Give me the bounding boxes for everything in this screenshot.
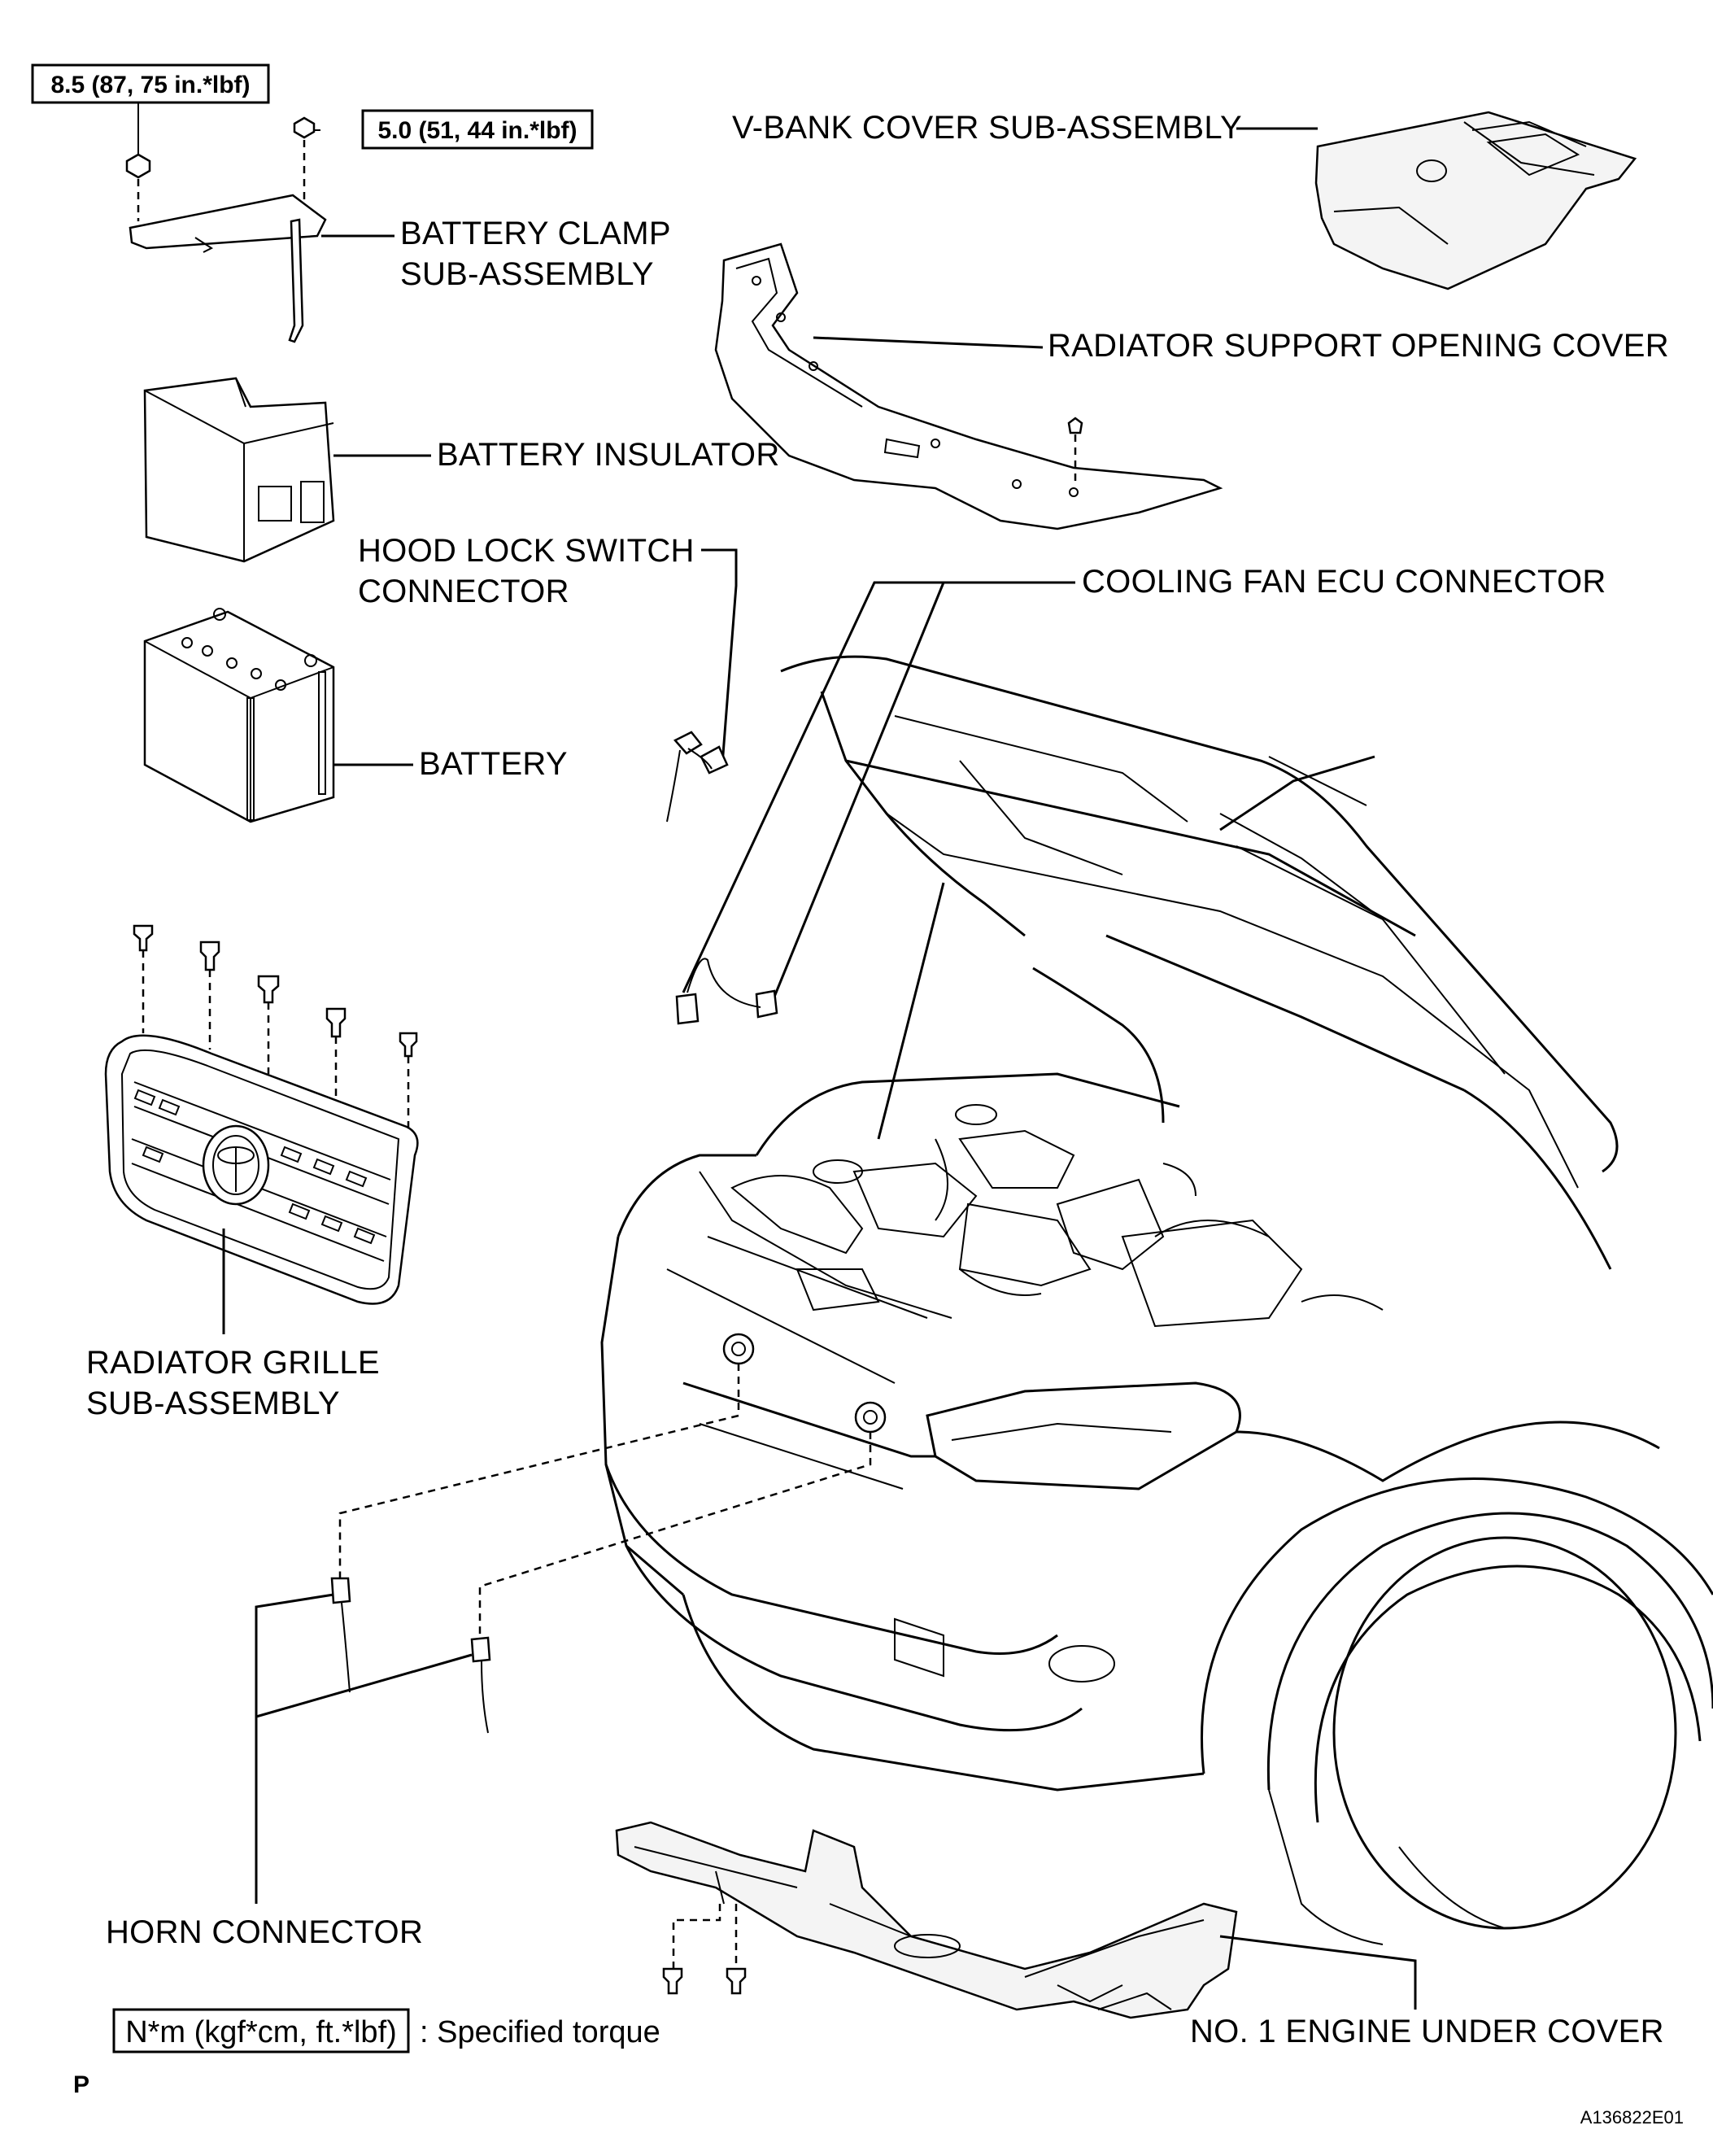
horn-connector-leader-1 — [255, 1593, 334, 1904]
torque-spec-clamp-rod-nut: 5.0 (51, 44 in.*lbf) — [361, 109, 594, 150]
hood-lock-leader — [701, 548, 738, 766]
horn-connector-drawing — [330, 1364, 872, 1734]
torque-spec-clamp-nut: 8.5 (87, 75 in.*lbf) — [31, 63, 270, 104]
radiator-grille-label-line2: SUB-ASSEMBLY — [86, 1386, 340, 1421]
radiator-support-cover-label: RADIATOR SUPPORT OPENING COVER — [1048, 328, 1669, 364]
cooling-fan-label: COOLING FAN ECU CONNECTOR — [1082, 564, 1606, 600]
cooling-fan-leader — [682, 581, 1075, 993]
radiator-support-cover-leader — [813, 336, 1044, 349]
horn-connector-label: HORN CONNECTOR — [106, 1914, 423, 1950]
hood-lock-label-line1: HOOD LOCK SWITCH — [358, 533, 695, 569]
radiator-grille-drawing — [104, 924, 419, 1305]
v-bank-cover-drawing — [1314, 111, 1637, 290]
svg-text:8.5 (87, 75 in.*lbf): 8.5 (87, 75 in.*lbf) — [50, 72, 250, 98]
engine-under-cover-drawing — [615, 1821, 1238, 2019]
battery-drawing — [143, 608, 335, 823]
v-bank-cover-label: V-BANK COVER SUB-ASSEMBLY — [732, 110, 1242, 146]
radiator-support-cover-drawing — [714, 242, 1223, 530]
battery-clamp-label-line1: BATTERY CLAMP — [400, 216, 671, 251]
battery-label: BATTERY — [419, 746, 568, 782]
cooling-fan-leader-2 — [771, 582, 945, 1002]
grille-clips — [133, 924, 418, 1139]
legend-unit-box: N*m (kgf*cm, ft.*lbf) — [125, 2015, 397, 2049]
torque-legend: N*m (kgf*cm, ft.*lbf) : Specified torque — [112, 2008, 660, 2053]
engine-under-cover-leader — [1219, 1935, 1417, 2010]
battery-clamp-label-line2: SUB-ASSEMBLY — [400, 256, 654, 292]
page-letter: P — [73, 2071, 89, 2098]
engine-under-cover-label: NO. 1 ENGINE UNDER COVER — [1190, 2014, 1664, 2049]
battery-insulator-drawing — [143, 377, 335, 563]
legend-description: : Specified torque — [420, 2015, 660, 2049]
vehicle-front-drawing — [600, 655, 1713, 1945]
hood-lock-connector-drawing — [666, 731, 729, 823]
cooling-fan-connector-drawing — [675, 958, 778, 1025]
svg-text:5.0 (51, 44 in.*lbf): 5.0 (51, 44 in.*lbf) — [377, 117, 577, 144]
figure-id: A136822E01 — [1580, 2107, 1684, 2128]
battery-insulator-label: BATTERY INSULATOR — [437, 437, 780, 473]
hood-lock-label-line2: CONNECTOR — [358, 574, 569, 609]
battery-clamp-drawing — [125, 103, 327, 343]
horn-connector-leader-2 — [255, 1653, 473, 1718]
radiator-grille-label-line1: RADIATOR GRILLE — [86, 1345, 380, 1381]
